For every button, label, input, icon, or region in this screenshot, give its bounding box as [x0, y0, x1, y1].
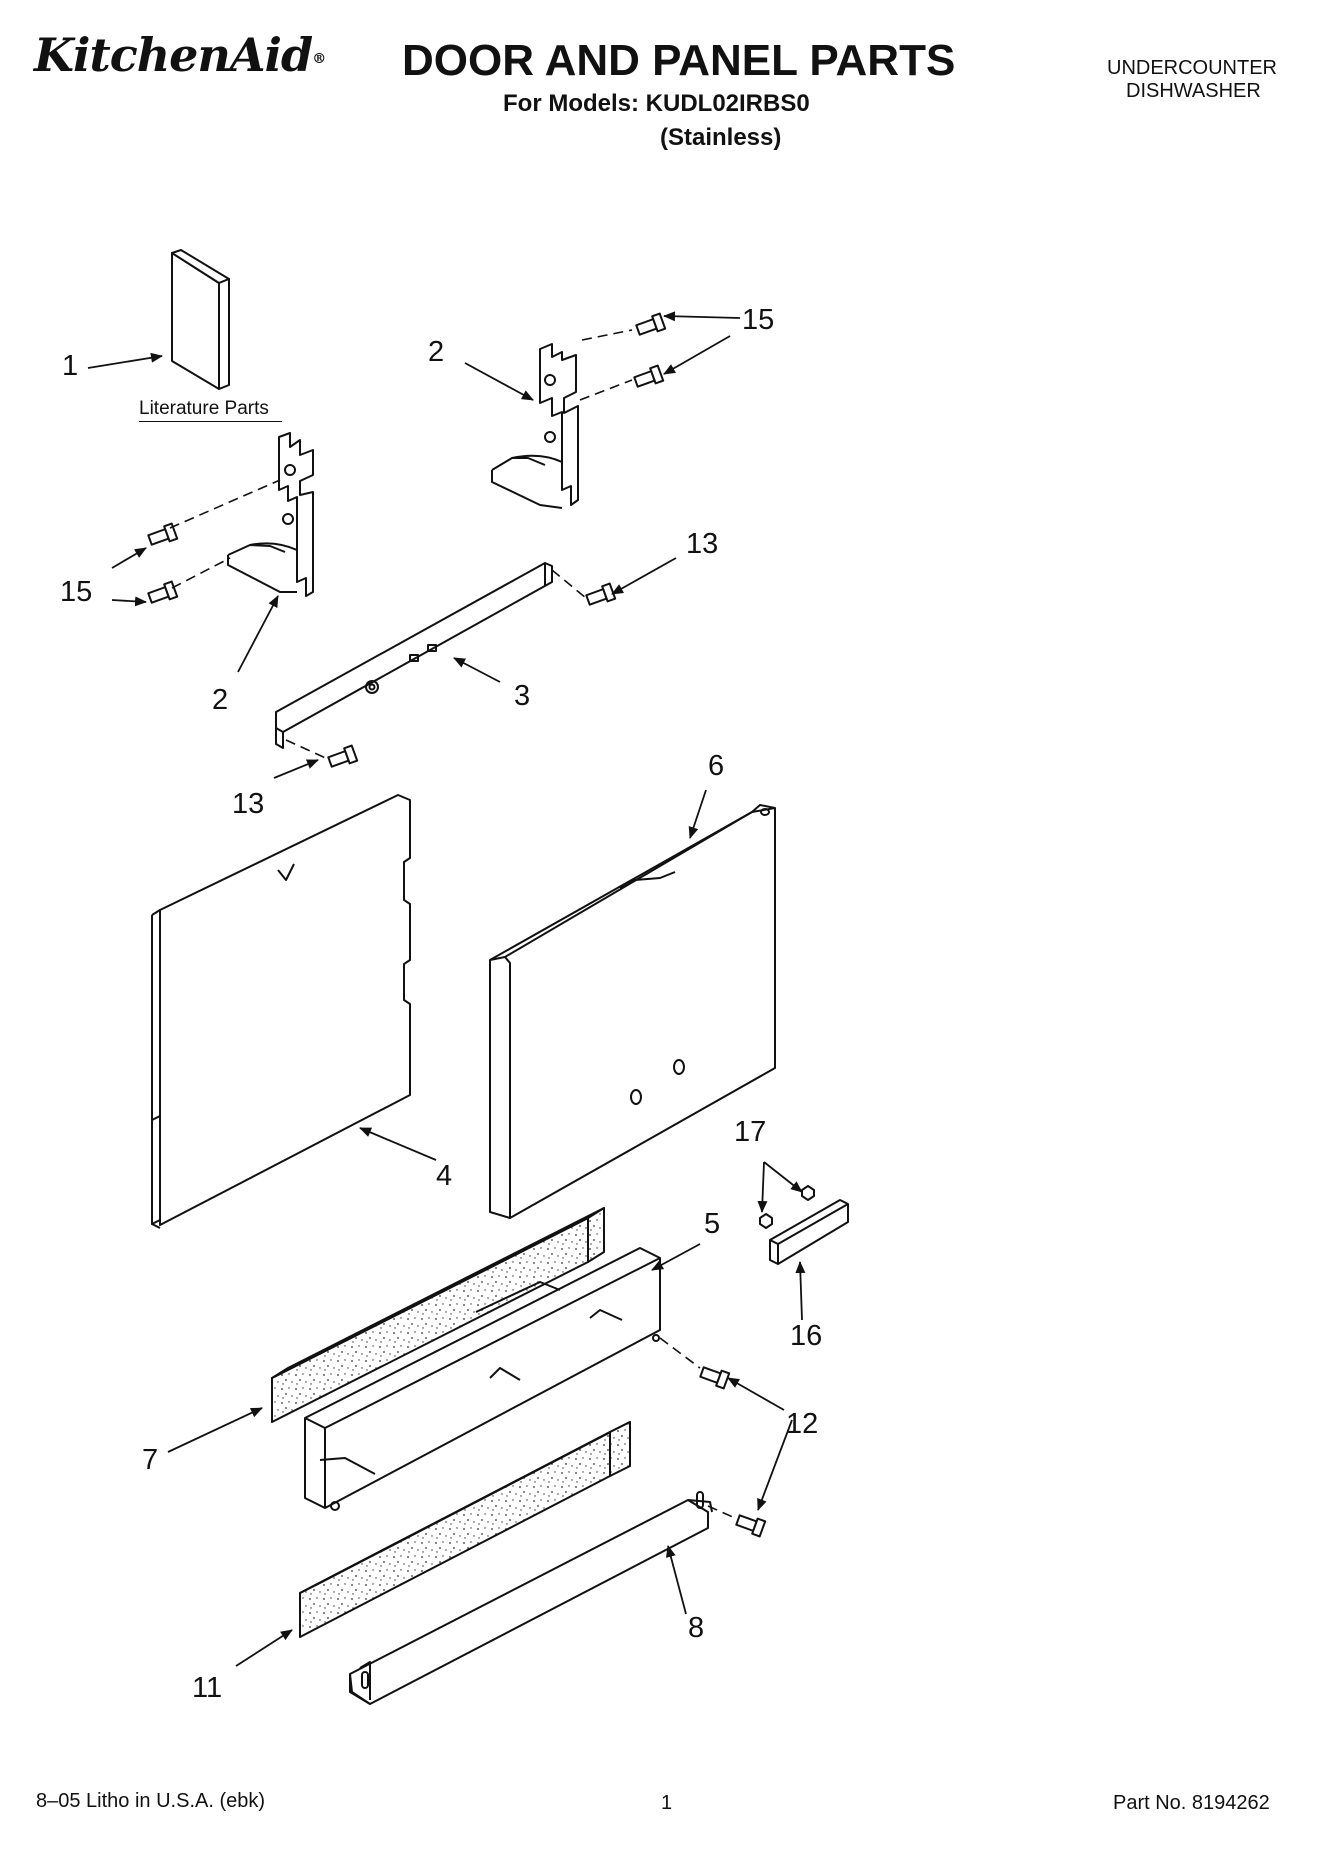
callout-11: 11	[192, 1672, 223, 1704]
callout-17: 17	[734, 1116, 767, 1148]
literature-parts-label: Literature Parts	[139, 398, 269, 419]
models-line: For Models: KUDL02IRBS0	[503, 90, 810, 117]
foam-insulation-lower	[299, 1421, 631, 1638]
literature-label-underline	[139, 421, 282, 422]
appliance-type-line1: UNDERCOUNTER	[1107, 57, 1277, 79]
hex-nuts	[759, 1185, 815, 1229]
inner-door-panel	[151, 794, 411, 1229]
appliance-type-line2: DISHWASHER	[1126, 80, 1261, 102]
registered-mark: ®	[312, 51, 326, 67]
outer-door-panel	[489, 804, 776, 1219]
callout-4: 4	[436, 1160, 453, 1192]
callout-13-top: 13	[686, 528, 719, 560]
callout-16: 16	[790, 1320, 823, 1352]
lower-door-bracket	[304, 1247, 661, 1511]
callout-1: 1	[62, 350, 79, 382]
callout-2-right-hinge: 2	[428, 336, 445, 368]
door-handle-badge	[769, 1199, 849, 1265]
callout-6: 6	[708, 750, 725, 782]
callout-2-left-hinge: 2	[212, 684, 229, 716]
brand-name: KitchenAid	[34, 28, 313, 82]
leader-arrows	[87, 311, 806, 1667]
litho-notice: 8–05 Litho in U.S.A. (ebk)	[36, 1790, 266, 1812]
callout-15-right: 15	[742, 304, 775, 336]
part-number: Part No. 8194262	[1113, 1792, 1270, 1814]
page-title: DOOR AND PANEL PARTS	[402, 36, 956, 85]
door-cross-rail	[275, 562, 553, 749]
hinge-bracket-left	[227, 432, 314, 597]
callout-13-bottom: 13	[232, 788, 265, 820]
page-number: 1	[661, 1792, 673, 1814]
callout-8: 8	[688, 1612, 705, 1644]
brand-logo: KitchenAid®	[34, 28, 326, 82]
callout-12: 12	[786, 1408, 819, 1440]
kick-plate	[349, 1491, 713, 1705]
hinge-bracket-right	[491, 343, 579, 509]
callout-5: 5	[704, 1208, 721, 1240]
finish-label: (Stainless)	[660, 124, 782, 151]
callout-3: 3	[514, 680, 531, 712]
foam-insulation-upper	[271, 1207, 605, 1423]
callout-7: 7	[142, 1444, 159, 1476]
callout-15-left: 15	[60, 576, 93, 608]
screws	[147, 312, 767, 1538]
alignment-lines	[169, 329, 736, 1519]
literature-booklet	[171, 249, 230, 390]
